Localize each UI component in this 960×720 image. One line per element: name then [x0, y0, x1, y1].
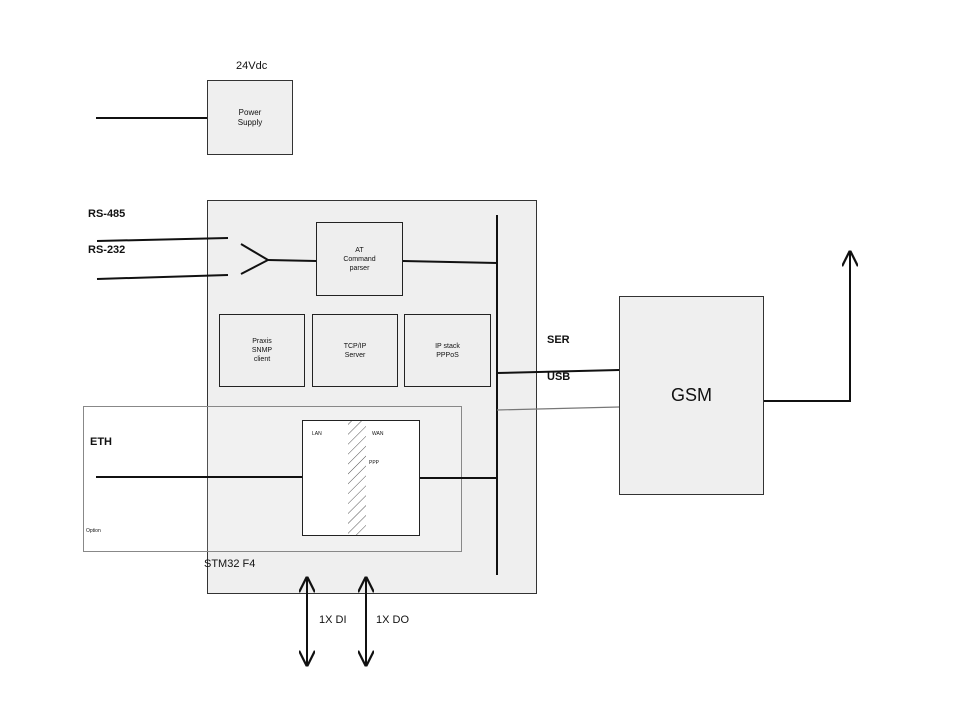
wan-label: WAN [372, 431, 384, 437]
lan-label: LAN [312, 431, 322, 437]
usb-line [496, 406, 620, 411]
usb-label: USB [547, 371, 571, 383]
voltage-label: 24Vdc [236, 60, 268, 72]
power-supply-box: Power Supply [207, 80, 293, 155]
ser-label: SER [547, 334, 570, 346]
ip-stack-pppos-box: IP stack PPPoS [404, 314, 491, 387]
rs232-label: RS-232 [88, 244, 126, 256]
tcpip-server-label: TCP/IP Server [343, 342, 367, 359]
tcpip-server-box: TCP/IP Server [312, 314, 398, 387]
rs485-label: RS-485 [88, 208, 126, 220]
di-label: 1X DI [319, 614, 347, 626]
praxis-snmp-client-label: Praxis SNMP client [251, 338, 273, 363]
rs485-line [96, 237, 229, 242]
ip-stack-pppos-label: IP stack PPPoS [435, 342, 460, 359]
gsm-antenna-line [764, 252, 850, 402]
rs232-line [96, 274, 229, 280]
mux-to-parser-line [267, 259, 317, 262]
gsm-box: GSM [619, 296, 764, 495]
gsm-label: GSM [670, 385, 712, 405]
ser-line [496, 369, 620, 374]
mux-symbol [240, 243, 271, 275]
power-supply-label: Power Supply [237, 107, 263, 127]
lan-wan-divider-hatch [348, 421, 366, 535]
praxis-snmp-client-box: Praxis SNMP client [219, 314, 305, 387]
at-command-parser-box: AT Command parser [316, 222, 403, 296]
do-label: 1X DO [376, 614, 410, 626]
eth-label: ETH [90, 436, 112, 448]
option-label: Option [86, 528, 101, 534]
parser-to-bus-line [402, 260, 498, 264]
at-command-parser-label: AT Command parser [343, 246, 376, 272]
ppp-label: PPP [369, 460, 380, 466]
stm32-label: STM32 F4 [204, 558, 256, 570]
